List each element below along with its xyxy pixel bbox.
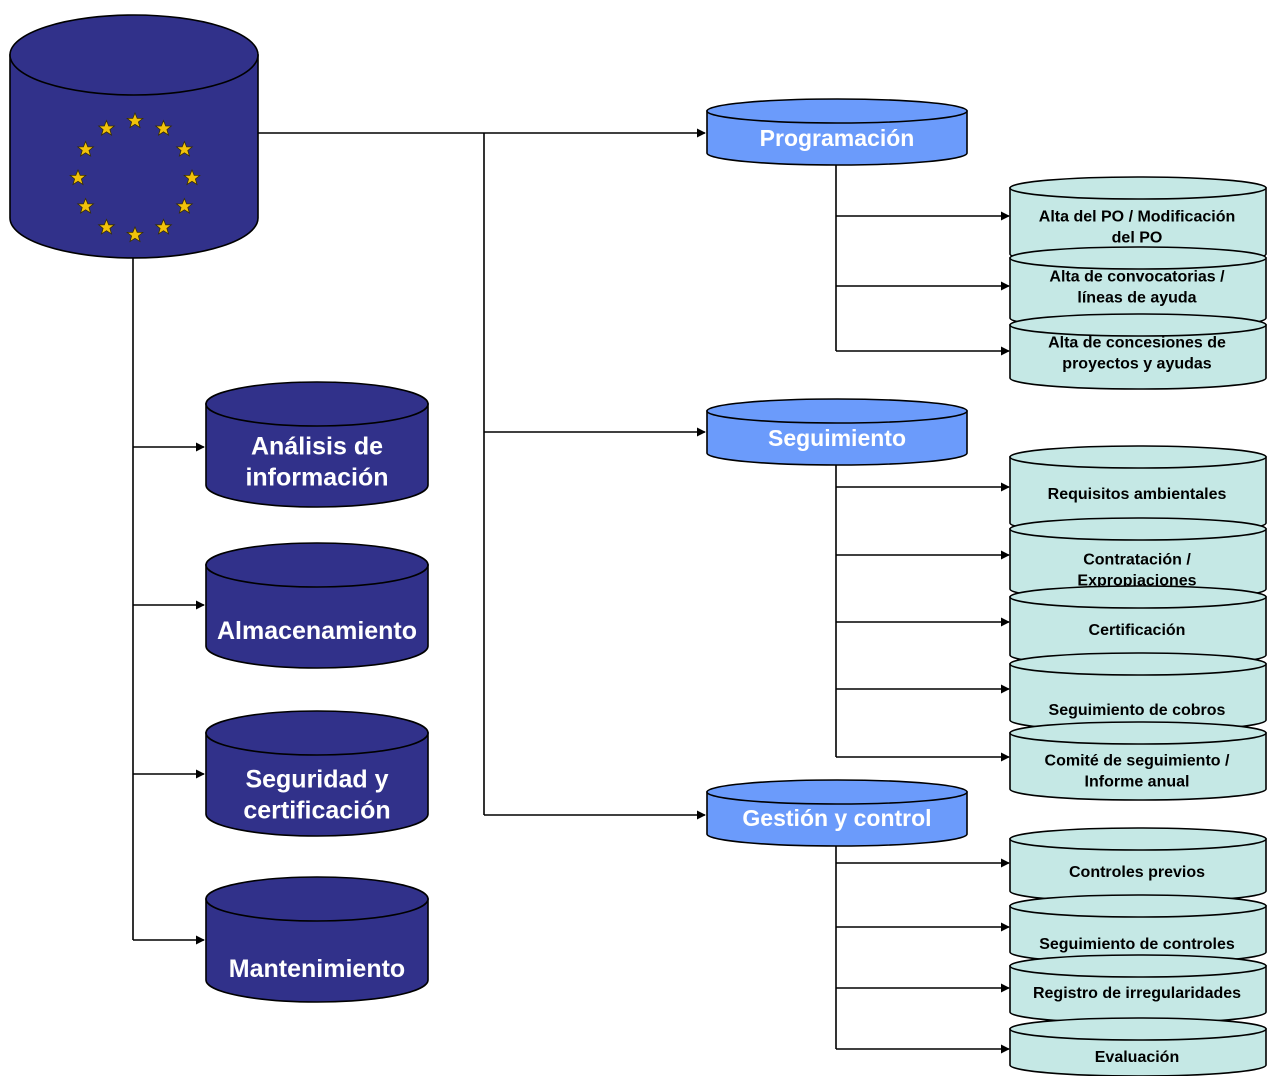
seguimiento-child-3-label-line: Certificación (1089, 622, 1186, 639)
programacion-child-3-label-line: Alta de concesiones de (1048, 335, 1226, 352)
gestion-child-3-label-line: Registro de irregularidades (1033, 985, 1241, 1002)
programacion-child-1-top (1009, 176, 1267, 200)
gestion-child-2-top (1009, 894, 1267, 918)
analisis-node: Análisis de información (205, 381, 429, 508)
gestion-child-1-top (1009, 827, 1267, 851)
seguimiento-child-2-label-line: Contratación / (1083, 552, 1191, 569)
programacion-child-1-label-line: Alta del PO / Modificación (1039, 209, 1235, 226)
seguimiento-child-3-label: Certificación (1089, 622, 1186, 639)
seguimiento-child-5-label-line: Informe anual (1085, 774, 1190, 791)
gestion-node-top (706, 779, 968, 805)
gestion-child-4-label-line: Evaluación (1095, 1049, 1179, 1066)
mantenimiento-node-label-line: Mantenimiento (229, 955, 405, 983)
gestion-child-1-label-line: Controles previos (1069, 864, 1205, 881)
programacion-child-2: Alta de convocatorias / líneas de ayuda (1009, 246, 1267, 330)
programacion-child-1-label: Alta del PO / Modificación del PO (1039, 209, 1235, 247)
seguimiento-node: Seguimiento (706, 398, 968, 466)
almacenamiento-node-label: Almacenamiento (217, 617, 417, 645)
gestion-node-body (706, 791, 968, 847)
mantenimiento-node: Mantenimiento (205, 876, 429, 1003)
programacion-node: Programación (706, 98, 968, 166)
gestion-child-3-top (1009, 954, 1267, 978)
root-database-cylinder-body (9, 54, 259, 259)
seguimiento-child-5-body (1009, 732, 1267, 801)
gestion-child-1: Controles previos (1009, 827, 1267, 903)
gestion-child-2-label-line: Seguimiento de controles (1039, 936, 1235, 953)
analisis-node-top (205, 381, 429, 427)
seguimiento-child-5-label: Comité de seguimiento / Informe anual (1045, 753, 1230, 791)
root-database-cylinder-top (9, 14, 259, 96)
seguimiento-child-2-label: Contratación / Expropiaciones (1077, 552, 1196, 590)
gestion-child-4-label: Evaluación (1095, 1049, 1179, 1066)
seguimiento-child-5-label-line: Comité de seguimiento / (1045, 753, 1230, 770)
seguimiento-child-2-top (1009, 517, 1267, 541)
seguridad-node-body (205, 732, 429, 837)
analisis-node-label-line: Análisis de (251, 433, 383, 461)
almacenamiento-node-body (205, 564, 429, 669)
seguimiento-child-2: Contratación / Expropiaciones (1009, 517, 1267, 601)
programacion-child-3: Alta de concesiones de proyectos y ayudas (1009, 313, 1267, 390)
root-database-cylinder (9, 14, 259, 259)
seguimiento-child-5: Comité de seguimiento / Informe anual (1009, 721, 1267, 801)
gestion-child-4: Evaluación (1009, 1017, 1267, 1076)
gestion-node: Gestión y control (706, 779, 968, 847)
seguimiento-child-4-label-line: Seguimiento de cobros (1049, 702, 1226, 719)
programacion-child-3-label: Alta de concesiones de proyectos y ayudas (1048, 335, 1226, 373)
programacion-child-2-label-line: Alta de convocatorias / (1049, 269, 1225, 286)
programacion-child-2-label-line: líneas de ayuda (1077, 290, 1196, 307)
gestion-node-label: Gestión y control (742, 805, 931, 831)
programacion-child-2-top (1009, 246, 1267, 270)
gestion-child-3-label: Registro de irregularidades (1033, 985, 1241, 1002)
programacion-child-3-label-line: proyectos y ayudas (1062, 356, 1212, 373)
programacion-child-3-top (1009, 313, 1267, 337)
seguimiento-node-label: Seguimiento (768, 425, 906, 451)
programacion-node-label: Programación (760, 125, 915, 151)
seguridad-node-label-line: Seguridad y (245, 766, 388, 794)
seguimiento-node-body (706, 410, 968, 466)
almacenamiento-node-top (205, 542, 429, 588)
seguimiento-child-1-label: Requisitos ambientales (1048, 486, 1227, 503)
analisis-node-body (205, 403, 429, 508)
seguimiento-child-5-top (1009, 721, 1267, 745)
programacion-child-2-label: Alta de convocatorias / líneas de ayuda (1049, 269, 1225, 307)
gestion-child-1-label: Controles previos (1069, 864, 1205, 881)
programacion-child-3-body (1009, 324, 1267, 390)
seguimiento-child-4-label: Seguimiento de cobros (1049, 702, 1226, 719)
mantenimiento-node-body (205, 898, 429, 1003)
programacion-node-body (706, 110, 968, 166)
seguimiento-node-top (706, 398, 968, 424)
seguimiento-child-2-label-line: Expropiaciones (1077, 573, 1196, 590)
gestion-child-2: Seguimiento de controles (1009, 894, 1267, 964)
seguridad-node: Seguridad y certificación (205, 710, 429, 837)
programacion-node-top (706, 98, 968, 124)
almacenamiento-node: Almacenamiento (205, 542, 429, 669)
mantenimiento-node-label: Mantenimiento (229, 955, 405, 983)
seguridad-node-top (205, 710, 429, 756)
analisis-node-label-line: información (245, 464, 388, 492)
seguimiento-child-4-top (1009, 652, 1267, 676)
seguridad-node-label-line: certificación (243, 797, 390, 825)
seguimiento-child-3: Certificación (1009, 585, 1267, 667)
seguimiento-child-1-label-line: Requisitos ambientales (1048, 486, 1227, 503)
seguimiento-child-4: Seguimiento de cobros (1009, 652, 1267, 732)
analisis-node-label: Análisis de información (245, 433, 388, 492)
seguimiento-child-3-top (1009, 585, 1267, 609)
gestion-child-4-top (1009, 1017, 1267, 1041)
connector-lines (132, 128, 1010, 1054)
programacion-child-1-label-line: del PO (1112, 230, 1163, 247)
gestion-child-2-label: Seguimiento de controles (1039, 936, 1235, 953)
almacenamiento-node-label-line: Almacenamiento (217, 617, 417, 645)
seguimiento-child-1-top (1009, 445, 1267, 469)
seguridad-node-label: Seguridad y certificación (243, 766, 390, 825)
gestion-child-3: Registro de irregularidades (1009, 954, 1267, 1024)
mantenimiento-node-top (205, 876, 429, 922)
